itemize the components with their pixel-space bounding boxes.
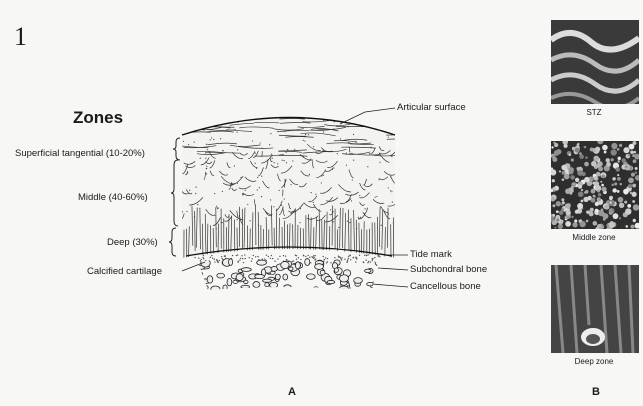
label-middle-zone: Middle (40-60%) xyxy=(78,192,148,203)
cartilage-tissue xyxy=(180,112,417,270)
panel-a-letter: A xyxy=(288,386,296,398)
micrograph-stz xyxy=(551,20,639,104)
micrograph-middle-zone xyxy=(551,141,639,229)
caption-deep-zone: Deep zone xyxy=(549,357,639,366)
label-calcified-cartilage: Calcified cartilage xyxy=(87,266,162,277)
panel-b-letter: B xyxy=(592,386,600,398)
label-deep-zone: Deep (30%) xyxy=(107,237,158,248)
bone-layer xyxy=(194,259,382,294)
label-subchondral-bone: Subchondral bone xyxy=(410,264,487,275)
caption-stz: STZ xyxy=(549,108,639,117)
label-articular-surface: Articular surface xyxy=(397,102,466,113)
label-tide-mark: Tide mark xyxy=(410,249,452,260)
caption-middle-zone: Middle zone xyxy=(549,233,639,242)
label-cancellous-bone: Cancellous bone xyxy=(410,281,481,292)
zone-brackets xyxy=(169,138,180,256)
micrograph-deep-zone xyxy=(551,265,639,353)
label-superficial-zone: Superficial tangential (10-20%) xyxy=(15,148,145,159)
